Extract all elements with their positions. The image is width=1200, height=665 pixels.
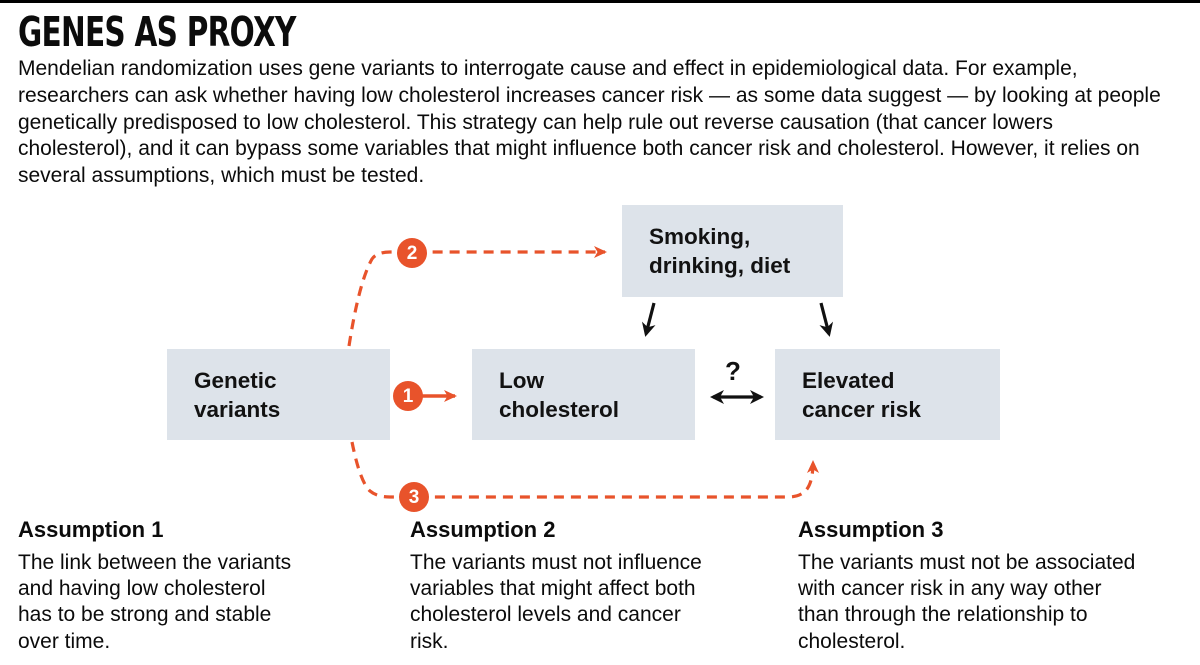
box-elevated-cancer-risk-line2: cancer risk — [802, 396, 921, 422]
assumption-2-body: The variants must not influence variable… — [410, 551, 702, 653]
box-genetic-variants-line1: Genetic — [194, 367, 277, 393]
box-confounders-line1: Smoking, — [649, 224, 751, 249]
marker-assumption-3: 3 — [399, 482, 429, 512]
page-title: GENES AS PROXY — [18, 8, 296, 56]
box-confounders-line2: drinking, diet — [649, 253, 791, 278]
assumption-2-heading: Assumption 2 — [410, 517, 556, 542]
box-genetic-variants: Genetic variants — [167, 349, 390, 440]
question-mark-label: ? — [725, 356, 741, 386]
box-genetic-variants-line2: variants — [194, 396, 281, 422]
box-low-cholesterol: Low cholesterol — [472, 349, 695, 440]
marker-assumption-2: 2 — [397, 238, 427, 268]
box-confounders: Smoking, drinking, diet — [622, 205, 843, 297]
box-elevated-cancer-risk: Elevated cancer risk — [775, 349, 1000, 440]
box-elevated-cancer-risk-line1: Elevated — [802, 367, 895, 393]
assumption-3-block: Assumption 3 The variants must not be as… — [798, 517, 1146, 655]
assumption-1-block: Assumption 1 The link between the varian… — [18, 517, 296, 655]
assumption-3-heading: Assumption 3 — [798, 517, 944, 542]
assumption-2-block: Assumption 2 The variants must not influ… — [410, 517, 716, 655]
assumption-1-body: The link between the variants and having… — [18, 551, 292, 653]
marker-assumption-1: 1 — [393, 381, 423, 411]
assumption-1-heading: Assumption 1 — [18, 517, 164, 542]
intro-paragraph: Mendelian randomization uses gene varian… — [18, 57, 1161, 188]
arrow-assumption2-path — [347, 246, 607, 347]
arrow-confounder-to-cholesterol — [641, 302, 656, 337]
box-low-cholesterol-line2: cholesterol — [499, 396, 620, 422]
arrow-confounder-to-cancer — [819, 302, 834, 337]
assumption-3-body: The variants must not be associated with… — [798, 551, 1136, 653]
box-low-cholesterol-line1: Low — [499, 367, 544, 393]
top-rule — [0, 0, 1200, 3]
